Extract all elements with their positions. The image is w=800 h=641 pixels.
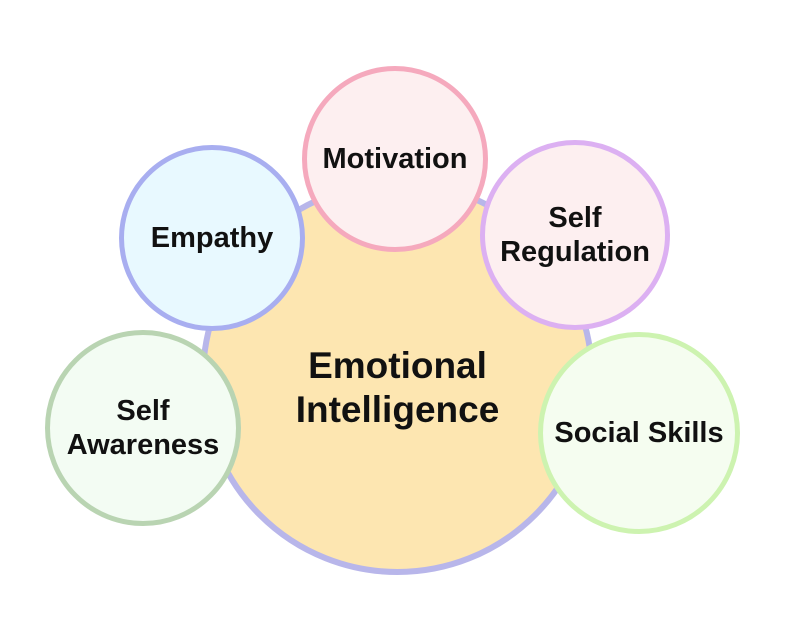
empathy-circle: Empathy xyxy=(119,145,305,331)
social-skills-label: Social Skills xyxy=(554,416,724,449)
center-label: Emotional Intelligence xyxy=(296,344,500,431)
center-label-line-2: Intelligence xyxy=(295,388,500,430)
self-awareness-label-line-2: Awareness xyxy=(66,429,220,461)
motivation-circle: Motivation xyxy=(302,66,488,252)
social-skills-circle: Social Skills xyxy=(538,332,740,534)
self-regulation-circle: Self Regulation xyxy=(480,140,670,330)
self-regulation-label-line-1: Self xyxy=(548,201,602,234)
self-awareness-circle: Self Awareness xyxy=(45,330,241,526)
self-regulation-label-line-2: Regulation xyxy=(500,236,650,268)
motivation-label: Motivation xyxy=(322,142,468,175)
center-label-line-1: Emotional xyxy=(308,344,487,386)
self-awareness-label-line-1: Self xyxy=(116,394,170,427)
empathy-label: Empathy xyxy=(150,221,274,254)
